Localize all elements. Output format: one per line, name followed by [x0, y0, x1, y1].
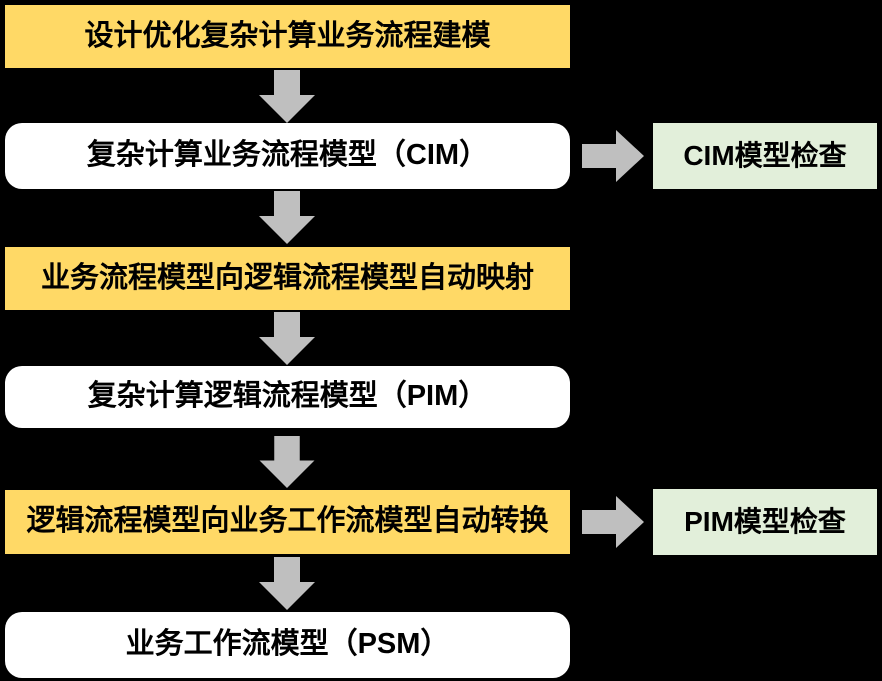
down-arrow-icon — [259, 70, 315, 123]
flow-node-pim-check: PIM模型检查 — [653, 489, 877, 555]
flow-node-cim-model-label: 复杂计算业务流程模型（CIM） — [86, 139, 489, 172]
flow-node-psm-model-label: 业务工作流模型（PSM） — [125, 628, 450, 661]
flow-node-cim-model: 复杂计算业务流程模型（CIM） — [5, 123, 570, 189]
flow-node-cim-check: CIM模型检查 — [653, 123, 877, 189]
flow-node-pim-to-psm-trans: 逻辑流程模型向业务工作流模型自动转换 — [5, 490, 570, 554]
right-arrow-icon — [582, 496, 644, 548]
flow-node-pim-to-psm-trans-label: 逻辑流程模型向业务工作流模型自动转换 — [26, 505, 549, 538]
flow-node-pim-model-label: 复杂计算逻辑流程模型（PIM） — [87, 380, 488, 413]
flow-node-psm-model: 业务工作流模型（PSM） — [5, 612, 570, 678]
flow-node-cim-to-pim-map-label: 业务流程模型向逻辑流程模型自动映射 — [40, 261, 534, 294]
down-arrow-icon — [259, 436, 315, 488]
down-arrow-icon — [259, 312, 315, 365]
down-arrow-icon — [259, 557, 315, 610]
flow-node-pim-check-label: PIM模型检查 — [684, 505, 846, 537]
flow-node-design-modeling-label: 设计优化复杂计算业务流程建模 — [84, 19, 491, 52]
flow-node-cim-to-pim-map: 业务流程模型向逻辑流程模型自动映射 — [5, 247, 570, 310]
right-arrow-icon — [582, 130, 644, 182]
down-arrow-icon — [259, 191, 315, 244]
flow-node-design-modeling: 设计优化复杂计算业务流程建模 — [5, 5, 570, 68]
flow-node-pim-model: 复杂计算逻辑流程模型（PIM） — [5, 366, 570, 428]
flow-node-cim-check-label: CIM模型检查 — [683, 139, 847, 171]
